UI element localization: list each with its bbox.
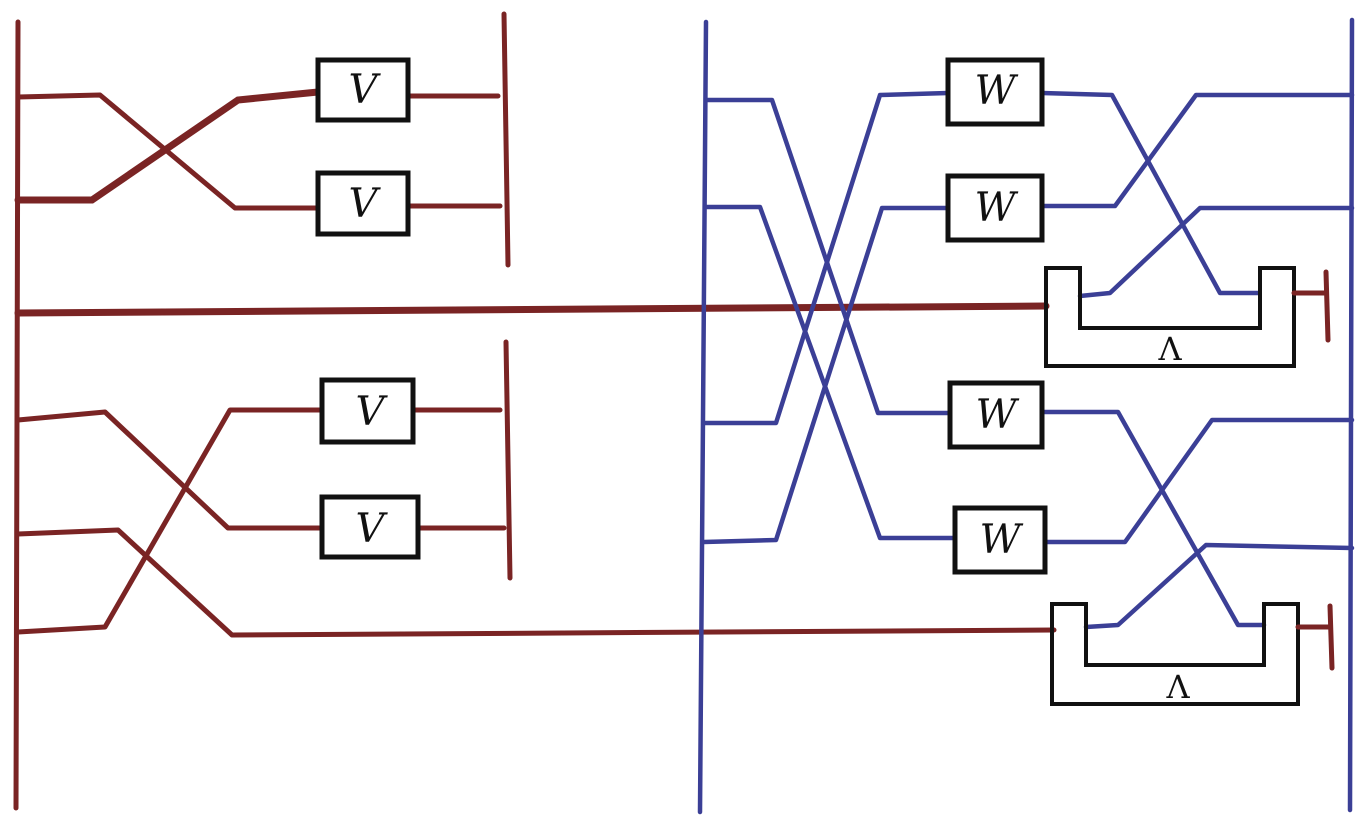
v-gate-label: V (349, 67, 382, 113)
lambda-label: Λ (1165, 668, 1190, 706)
right-wire-6 (1039, 92, 1355, 209)
right-wire-5 (1039, 90, 1261, 296)
left-upper-wire-2 (14, 88, 322, 204)
right-main-rail-left (697, 19, 709, 815)
left-network: V V V V (13, 11, 1057, 811)
right-main-rail-right (1347, 17, 1355, 813)
v-gate-label: V (356, 506, 389, 552)
left-lower-wire-1 (15, 409, 325, 531)
w-gate-1: W (945, 57, 1045, 127)
right-network: W W W W Λ Λ (697, 17, 1355, 815)
right-wire-1 (703, 97, 953, 416)
w-gate-label: W (979, 517, 1023, 563)
left-lower-wire-3 (15, 527, 1057, 638)
lambda-label: Λ (1157, 330, 1182, 368)
left-main-rail (13, 19, 21, 811)
right-wire-7 (1077, 205, 1355, 299)
lambda-2-terminal-cap (1327, 603, 1335, 671)
left-upper-rail (501, 11, 511, 268)
lambda-bracket-1: Λ (1044, 266, 1296, 368)
w-gate-label: W (974, 68, 1018, 114)
right-wire-2 (703, 204, 958, 541)
w-gate-4: W (952, 505, 1048, 575)
v-gate-4: V (319, 494, 421, 560)
w-gate-3: W (947, 380, 1045, 450)
left-lower-rail (503, 339, 513, 581)
v-gate-label: V (356, 389, 389, 435)
v-gate-2: V (315, 170, 411, 237)
right-wire-9 (1042, 417, 1355, 545)
right-wire-8 (1039, 409, 1267, 628)
left-long-wire-top (14, 302, 1050, 317)
w-gate-label: W (974, 185, 1018, 231)
v-gate-label: V (349, 181, 382, 227)
v-gate-1: V (315, 57, 411, 123)
v-gate-3: V (319, 377, 416, 445)
right-wire-10 (1083, 542, 1355, 630)
w-gate-label: W (975, 392, 1019, 438)
left-lower-wire-2 (15, 407, 325, 635)
right-wire-4 (701, 205, 951, 545)
right-wire-3 (701, 90, 951, 426)
w-gate-2: W (945, 173, 1045, 243)
lambda-1-terminal-cap (1323, 269, 1331, 343)
lambda-bracket-2: Λ (1050, 602, 1300, 706)
